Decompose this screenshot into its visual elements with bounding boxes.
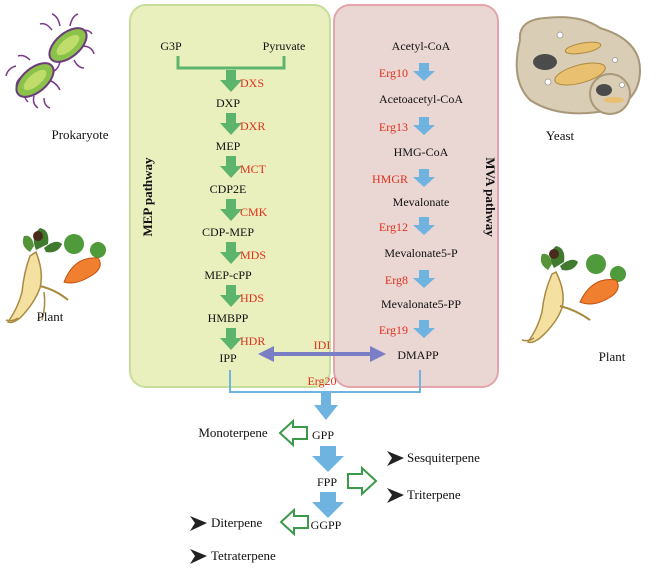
mep-metabolite-mep: MEP [216,139,241,153]
mep-arrow-hds [220,285,242,307]
mva-enzyme-erg10: Erg10 [379,66,408,80]
mep-enzyme-mds: MDS [240,248,266,262]
plant-left-label: Plant [37,309,64,324]
sesquiterpene-bullet-icon [387,451,404,466]
mva-enzyme-erg8: Erg8 [385,273,408,287]
mep-pyruvate-label: Pyruvate [263,39,306,53]
mva-arrow-erg8 [413,270,435,288]
mep-arrow-mds [220,242,242,264]
mva-arrow-erg12 [413,217,435,235]
bacteria-icon [5,13,95,109]
mva-metabolite-acetyl-coa: Acetyl-CoA [392,39,451,53]
mep-enzyme-dxs: DXS [240,76,264,90]
mep-panel-title: MEP pathway [140,157,155,237]
mep-arrow-dxs [220,70,242,92]
mva-metabolite-acetoacetyl-coa: Acetoacetyl-CoA [379,92,463,106]
erg20-enzyme-label: Erg20 [307,374,336,388]
mep-arrow-hdr [220,328,242,350]
mep-arrow-dxr [220,113,242,135]
mva-arrow-erg10 [413,63,435,81]
mva-metabolite-dmapp: DMAPP [397,348,439,362]
mva-panel-title: MVA pathway [483,157,498,237]
mva-metabolite-mevalonate: Mevalonate [393,195,450,209]
mva-step-arrows [413,63,435,338]
yeast-label: Yeast [546,128,575,143]
mep-enzyme-dxr: DXR [240,119,265,133]
product-bullets [190,451,404,564]
mep-metabolite-dxp: DXP [216,96,240,110]
mva-metabolite-hmg-coa: HMG-CoA [394,145,449,159]
mep-arrow-cmk [220,199,242,221]
erg20-arrow [314,393,338,420]
plant-right-icon [521,246,626,344]
plant-right-label: Plant [599,349,626,364]
idi-enzyme-label: IDI [314,338,331,352]
mva-arrow-hmgr [413,169,435,187]
mva-arrow-erg13 [413,117,435,135]
triterpene-bullet-icon [387,488,404,503]
product-ggpp: GGPP [311,518,342,532]
mva-enzyme-erg12: Erg12 [379,220,408,234]
mep-metabolite-cdp-mep: CDP-MEP [202,225,254,239]
product-monoterpene: Monoterpene [198,425,268,440]
diterpene-bullet-icon [190,516,207,531]
yeast-icon [515,16,642,115]
product-diterpene: Diterpene [211,515,262,530]
gpp-to-monoterpene-arrow [278,418,308,448]
mep-enzyme-cmk: CMK [240,205,268,219]
mep-enzyme-hdr: HDR [240,334,265,348]
product-triterpene: Triterpene [407,487,461,502]
mva-enzyme-erg19: Erg19 [379,323,408,337]
mep-enzyme-mct: MCT [240,162,267,176]
mep-g3p-label: G3P [160,39,182,53]
idi-double-arrow [258,346,386,362]
mva-metabolite-mevalonate5-p: Mevalonate5-P [384,246,458,260]
product-gpp: GPP [312,428,334,442]
mva-panel [333,4,499,388]
mep-enzyme-hds: HDS [240,291,264,305]
tetraterpene-bullet-icon [190,549,207,564]
mep-metabolite-cdp2e: CDP2E [210,182,247,196]
gpp-to-fpp-arrow [312,446,344,472]
product-fpp: FPP [317,475,337,489]
mep-metabolite-mep-cpp: MEP-cPP [204,268,252,282]
mep-metabolite-hmbpp: HMBPP [208,311,249,325]
ggpp-to-diterpene-arrow [279,507,309,537]
mva-enzyme-erg13: Erg13 [379,120,408,134]
product-sesquiterpene: Sesquiterpene [407,450,480,465]
erg20-merge-bracket [229,370,421,393]
mva-metabolite-mevalonate5-pp: Mevalonate5-PP [381,297,461,311]
mep-arrow-mct [220,156,242,178]
fpp-to-ggpp-arrow [312,492,344,518]
prokaryote-label: Prokaryote [51,127,108,142]
mva-enzyme-hmgr: HMGR [372,172,408,186]
mep-merge-bracket [176,56,286,70]
mep-metabolite-ipp: IPP [219,351,237,365]
product-tetraterpene: Tetraterpene [211,548,276,563]
mep-step-arrows [220,70,242,350]
mva-arrow-erg19 [413,320,435,338]
fpp-to-branch-arrow [347,465,378,497]
plant-left-icon [5,228,106,324]
